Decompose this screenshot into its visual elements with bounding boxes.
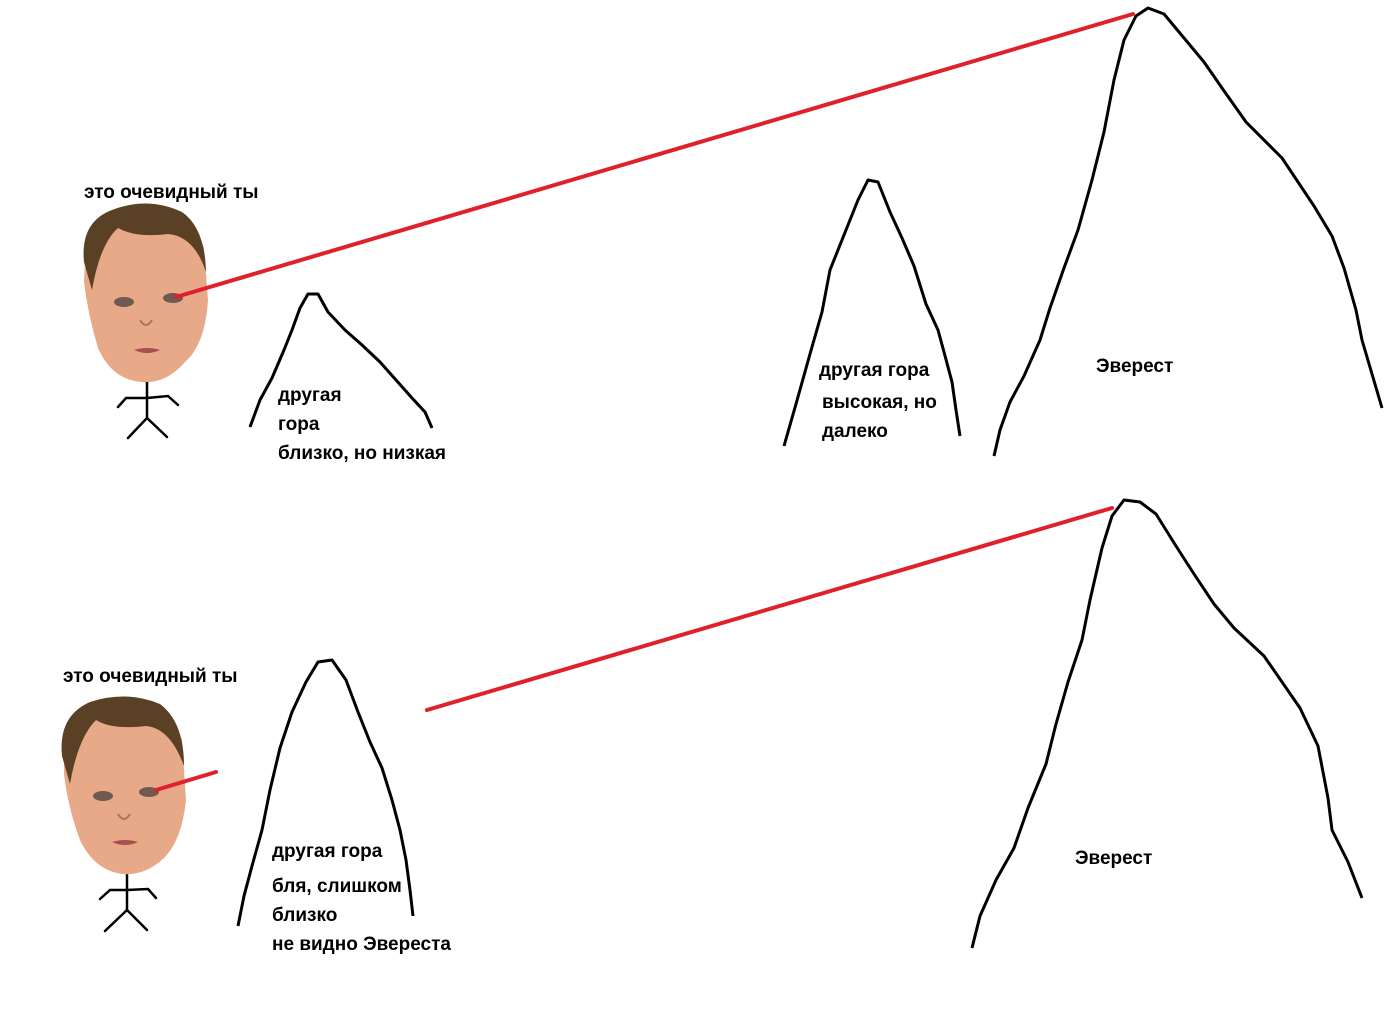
label-line: высокая, но bbox=[822, 392, 937, 413]
scene-top bbox=[83, 6, 1384, 457]
label-line: бля, слишком bbox=[272, 876, 402, 897]
person-bottom bbox=[61, 696, 186, 933]
label-line: не видно Эвереста bbox=[272, 934, 451, 955]
label-line: другая гора bbox=[819, 360, 930, 381]
near-mountain-bottom bbox=[236, 658, 415, 927]
face-photo bbox=[61, 696, 186, 875]
everest-label-bottom: Эверест bbox=[1075, 848, 1153, 869]
scene-bottom bbox=[61, 498, 1364, 949]
face-photo bbox=[83, 203, 208, 383]
label-line: гора bbox=[278, 414, 320, 435]
label-line: другая bbox=[278, 385, 342, 406]
label-line: другая гора bbox=[272, 841, 383, 862]
label-line: близко bbox=[272, 905, 338, 926]
everest-bottom bbox=[970, 498, 1364, 949]
label-line: близко, но низкая bbox=[278, 443, 447, 464]
stick-body bbox=[98, 870, 158, 933]
everest-top bbox=[992, 6, 1384, 457]
everest-label-top: Эверест bbox=[1096, 356, 1174, 377]
sight-line-eye-segment bbox=[154, 770, 218, 792]
stick-body bbox=[116, 378, 180, 440]
person-label-bottom: это очевидный ты bbox=[63, 666, 238, 687]
sight-line-top bbox=[174, 12, 1135, 299]
sight-line-far-segment bbox=[425, 506, 1114, 712]
label-line: далеко bbox=[822, 421, 888, 442]
person-top bbox=[83, 203, 208, 440]
person-label-top: это очевидный ты bbox=[84, 182, 259, 203]
far-mountain-top bbox=[782, 178, 962, 447]
near-mountain-top bbox=[248, 292, 434, 429]
